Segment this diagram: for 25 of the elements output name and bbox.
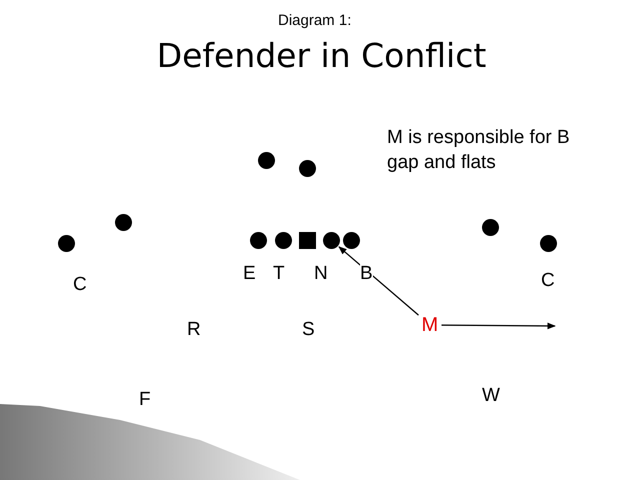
center-square bbox=[298, 232, 316, 248]
position-letter: S bbox=[302, 318, 315, 342]
player-dot bbox=[114, 214, 132, 230]
diagram-number: Diagram 1: bbox=[278, 11, 352, 30]
position-letter: T bbox=[273, 262, 285, 286]
player-dot bbox=[298, 160, 316, 176]
note-text: M is responsible for B gap and flats bbox=[387, 126, 571, 175]
position-letter: W bbox=[482, 384, 500, 408]
position-letter: C bbox=[541, 269, 555, 293]
player-dot bbox=[274, 232, 292, 248]
position-letter: N bbox=[314, 262, 328, 286]
player-letter: M bbox=[422, 315, 438, 335]
player-dot bbox=[342, 232, 360, 248]
player-dot bbox=[482, 218, 498, 236]
position-letter: F bbox=[139, 388, 151, 412]
position-letter: E bbox=[243, 262, 256, 286]
player-dot bbox=[322, 232, 340, 248]
position-letter: C bbox=[73, 273, 87, 297]
player-dot bbox=[258, 152, 274, 168]
player-dot bbox=[540, 234, 556, 252]
arrow bbox=[442, 322, 556, 330]
player-dot bbox=[250, 232, 266, 248]
title: Defender in Conflict bbox=[156, 36, 488, 75]
position-letter: R bbox=[187, 318, 201, 342]
player-dot bbox=[58, 234, 74, 252]
